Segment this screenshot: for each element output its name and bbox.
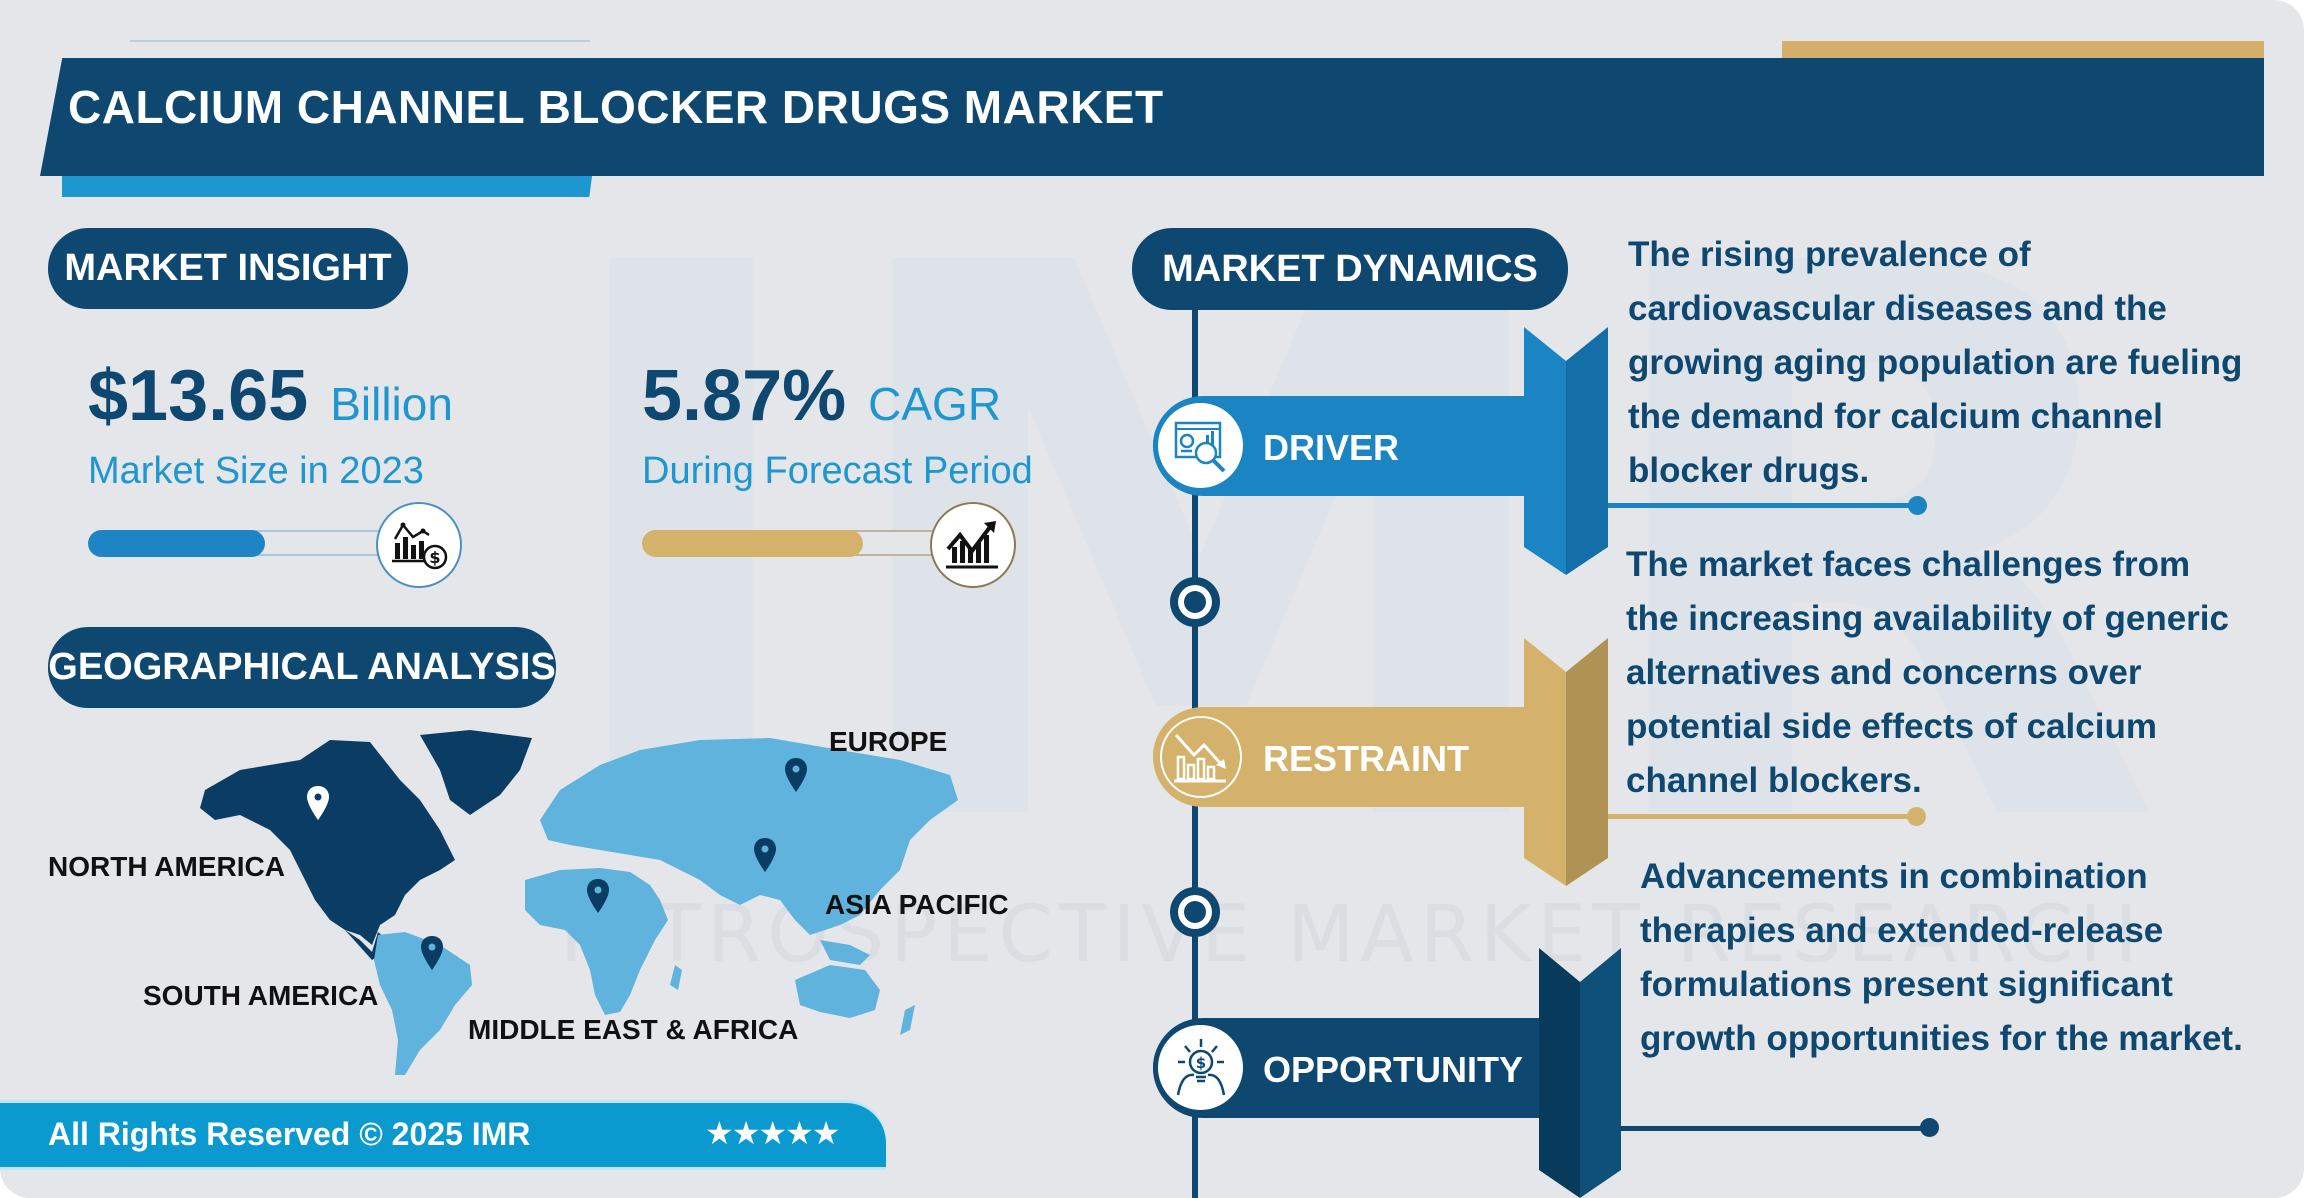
driver-ribbon <box>1524 327 1608 575</box>
restraint-ribbon <box>1524 638 1608 886</box>
restraint-label: RESTRAINT <box>1263 738 1469 779</box>
australia-shape <box>795 965 880 1018</box>
market-size-unit: Billion <box>330 378 453 430</box>
market-dynamics-heading: MARKET DYNAMICS <box>1132 228 1568 310</box>
region-label-middle-east-africa: MIDDLE EAST & AFRICA <box>468 1014 799 1045</box>
rating-stars: ★★★★★ <box>705 1115 840 1151</box>
driver-connector-dot <box>1908 496 1927 515</box>
cagr-caption: During Forecast Period <box>642 450 1033 492</box>
market-insight-heading: MARKET INSIGHT <box>48 228 408 309</box>
header-top-rule <box>130 40 590 42</box>
geographical-analysis-heading: GEOGRAPHICAL ANALYSIS <box>48 627 556 708</box>
asia-pacific-pin-icon <box>754 838 776 872</box>
region-label-europe: EUROPE <box>829 726 948 757</box>
opportunity-connector <box>1620 1126 1925 1131</box>
driver-label: DRIVER <box>1263 427 1400 468</box>
cagr-unit: CAGR <box>868 378 1002 430</box>
south-america-shape <box>374 932 472 1075</box>
restraint-connector <box>1608 814 1913 819</box>
growth-chart-icon <box>930 502 1016 588</box>
africa-shape <box>525 868 668 1015</box>
page-title: CALCIUM CHANNEL BLOCKER DRUGS MARKET <box>68 81 1164 133</box>
chart-dollar-icon: $ <box>376 502 462 588</box>
cagr-progress-fill <box>642 530 863 557</box>
timeline-node <box>1170 577 1220 627</box>
market-size-progress-fill <box>88 530 265 557</box>
analytics-magnifier-icon <box>1153 398 1248 493</box>
declining-chart-icon <box>1153 709 1248 804</box>
geographical-analysis-heading-label: GEOGRAPHICAL ANALYSIS <box>48 646 556 688</box>
timeline-node <box>1170 887 1220 937</box>
restraint-connector-dot <box>1907 807 1926 826</box>
market-size-stat: $13.65 Billion <box>88 355 453 437</box>
header-banner <box>40 58 2264 176</box>
header-blue-accent <box>62 176 592 197</box>
opportunity-ribbon <box>1539 948 1621 1198</box>
market-size-value: $13.65 <box>88 356 309 436</box>
europe-pin-icon <box>785 758 807 792</box>
middle-east-africa-pin-icon <box>587 879 609 913</box>
opportunity-description: Advancements in combination therapies an… <box>1640 857 2243 1058</box>
market-size-caption: Market Size in 2023 <box>88 450 424 492</box>
opportunity-label: OPPORTUNITY <box>1263 1049 1524 1090</box>
header-gold-accent <box>1782 41 2264 59</box>
idea-dollar-bulb-icon: $ <box>1153 1020 1248 1115</box>
driver-description: The rising prevalence of cardiovascular … <box>1628 235 2243 490</box>
north-america-pin-icon <box>307 786 329 820</box>
north-america-shape <box>200 740 455 945</box>
cagr-value: 5.87% <box>642 356 847 436</box>
region-label-south-america: SOUTH AMERICA <box>143 980 379 1011</box>
cagr-stat: 5.87% CAGR <box>642 355 1001 437</box>
footer-bar <box>0 1103 886 1167</box>
south-america-pin-icon <box>421 936 443 970</box>
market-dynamics-heading-label: MARKET DYNAMICS <box>1162 247 1538 290</box>
svg-text:$: $ <box>1195 1054 1205 1072</box>
region-label-north-america: NORTH AMERICA <box>48 851 285 882</box>
svg-text:$: $ <box>429 548 440 567</box>
copyright-text: All Rights Reserved © 2025 IMR <box>48 1116 531 1152</box>
market-insight-heading-label: MARKET INSIGHT <box>64 247 392 289</box>
region-label-asia-pacific: ASIA PACIFIC <box>825 889 1009 920</box>
restraint-description: The market faces challenges from the inc… <box>1626 545 2229 800</box>
world-map <box>200 730 958 1075</box>
eurasia-shape <box>540 738 958 935</box>
driver-connector <box>1608 503 1913 508</box>
greenland-shape <box>420 730 532 815</box>
opportunity-connector-dot <box>1920 1118 1939 1137</box>
